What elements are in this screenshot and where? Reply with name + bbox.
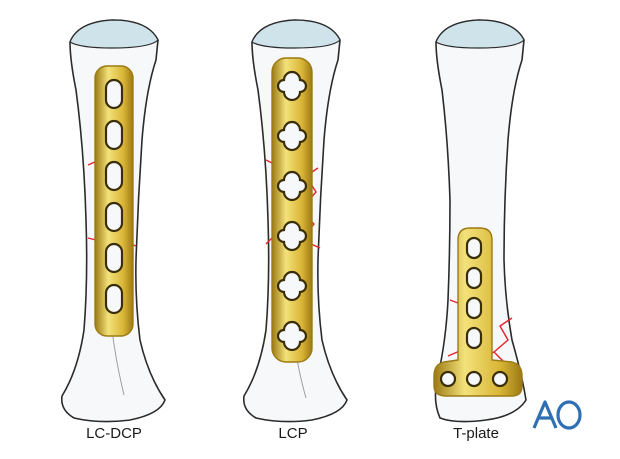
cartilage-cap xyxy=(251,19,341,49)
ao-logo-letter-a xyxy=(532,400,558,429)
screw-hole xyxy=(104,283,124,315)
screw-hole xyxy=(465,326,483,350)
screw-hole xyxy=(276,220,308,252)
bone-lc-dcp xyxy=(60,19,166,423)
screw-hole xyxy=(104,160,124,192)
plate-icon xyxy=(94,65,134,337)
caption-t-plate: T-plate xyxy=(453,425,499,442)
screw-hole xyxy=(104,242,124,274)
plate-icon xyxy=(271,57,313,363)
screw-hole xyxy=(276,120,308,152)
cartilage-cap xyxy=(435,19,525,49)
plate-holes xyxy=(439,236,509,388)
ao-logo-letter-o xyxy=(556,400,582,430)
caption-lc-dcp: LC-DCP xyxy=(86,425,142,442)
screw-hole xyxy=(465,266,483,290)
bone-lcp xyxy=(242,19,348,423)
screw-hole xyxy=(465,236,483,260)
screw-hole xyxy=(465,370,483,388)
screw-hole xyxy=(104,201,124,233)
screw-hole xyxy=(276,70,308,102)
screw-hole xyxy=(276,270,308,302)
screw-hole xyxy=(104,119,124,151)
cartilage-cap xyxy=(69,19,159,49)
bone-t-plate xyxy=(433,19,527,423)
screw-hole xyxy=(491,370,509,388)
caption-lcp: LCP xyxy=(278,425,308,442)
plate-holes xyxy=(276,70,308,352)
screw-hole xyxy=(465,296,483,320)
screw-hole xyxy=(439,370,457,388)
plate-holes xyxy=(104,78,124,315)
screw-hole xyxy=(276,320,308,352)
screw-hole xyxy=(276,170,308,202)
screw-hole xyxy=(104,78,124,110)
ao-logo-icon xyxy=(532,400,582,430)
